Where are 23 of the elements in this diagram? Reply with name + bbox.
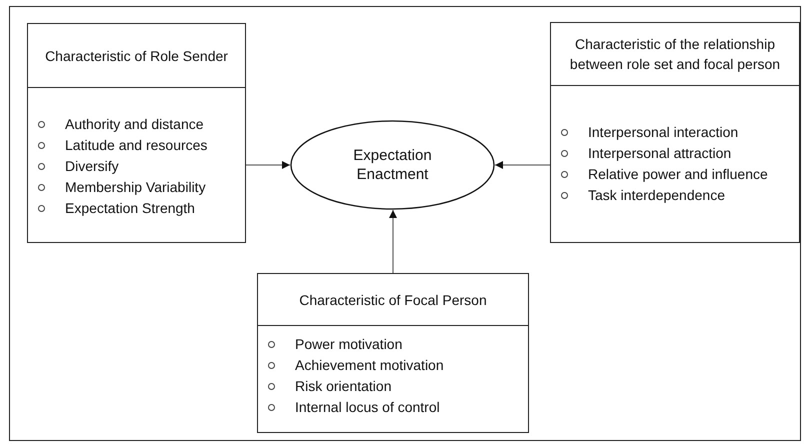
- list-box: [257, 273, 529, 433]
- list-item: Risk orientation: [295, 377, 392, 396]
- list-item: Relative power and influence: [588, 165, 768, 184]
- arrow: [494, 161, 550, 169]
- box-heading: Characteristic of Role Sender: [45, 46, 228, 66]
- node-title: Expectation Enactment: [352, 146, 433, 184]
- list-item: Internal locus of control: [295, 398, 440, 417]
- list-box: [27, 23, 246, 243]
- list-box: [550, 22, 800, 243]
- box-heading: Characteristic of Focal Person: [299, 290, 487, 310]
- list-item: Task interdependence: [588, 186, 725, 205]
- list-item: Interpersonal interaction: [588, 123, 738, 142]
- list-item: Interpersonal attraction: [588, 144, 732, 163]
- list-item: Membership Variability: [65, 178, 206, 197]
- list-item: Diversify: [65, 157, 119, 176]
- list-item: Power motivation: [295, 335, 402, 354]
- list-item: Authority and distance: [65, 115, 204, 134]
- arrow: [389, 210, 397, 274]
- arrow: [246, 161, 290, 169]
- list-item: Latitude and resources: [65, 136, 208, 155]
- box-heading: Characteristic of the relationship between role set and focal person: [568, 35, 782, 74]
- list-item: Expectation Strength: [65, 199, 195, 218]
- list-item: Achievement motivation: [295, 356, 444, 375]
